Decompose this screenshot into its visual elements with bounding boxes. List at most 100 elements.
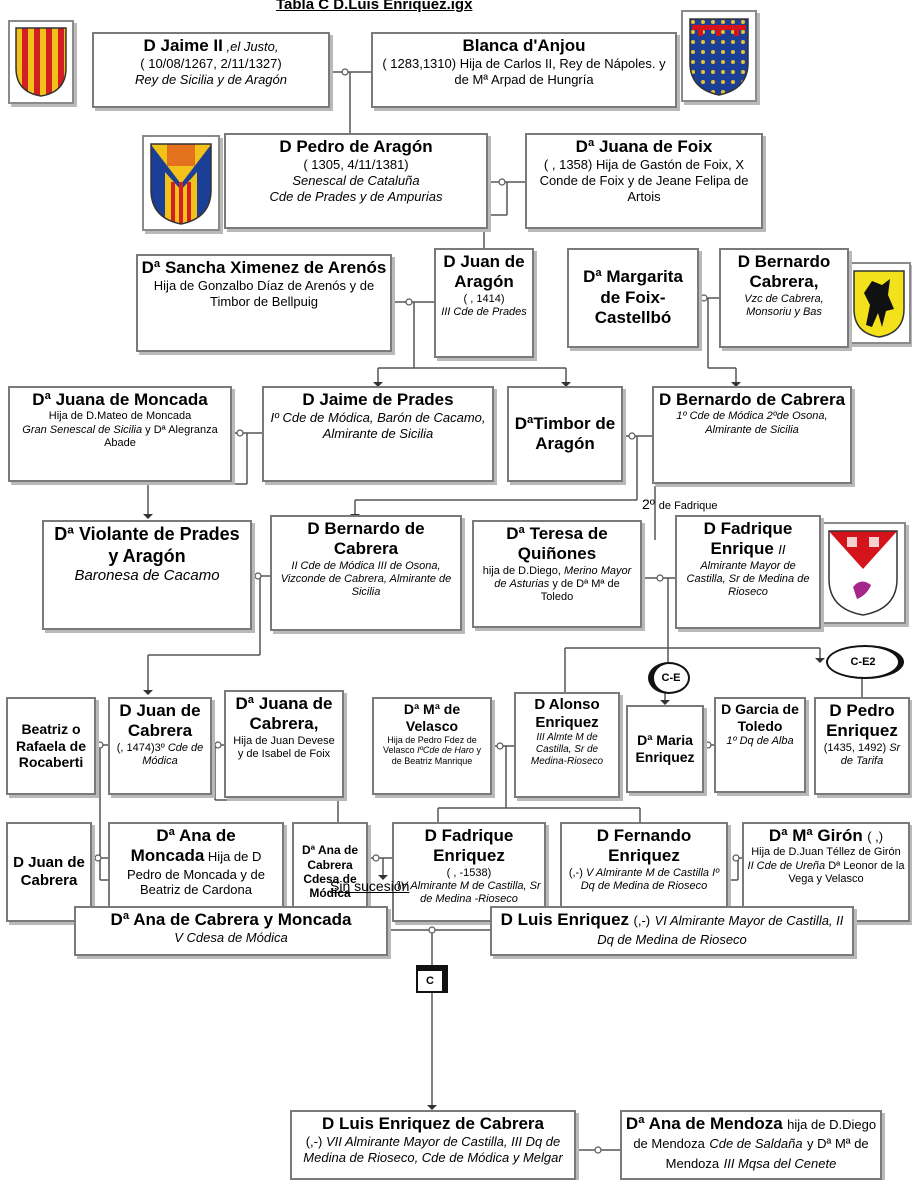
person-description: Hija de D Pedro de Moncada y de Beatriz …: [126, 849, 266, 898]
person-name: Dª Juana de Foix: [575, 137, 713, 156]
person-dates: ( ,): [867, 829, 884, 844]
person-sancha-ximenez: Dª Sancha Ximenez de Arenós Hija de Gonz…: [136, 254, 392, 352]
person-description: Hija de Pedro Fdez de Velasco: [383, 734, 477, 756]
person-name: D Pedro Enriquez: [826, 701, 898, 741]
enriquez-shield-icon: [820, 522, 906, 624]
person-juan-aragon: D Juan de Aragón ( , 1414) III Cde de Pr…: [434, 248, 534, 358]
person-name: D Fadrique Enriquez: [424, 826, 514, 866]
person-title: Gran Senescal de Sicilia: [22, 423, 143, 436]
aragon-shield-icon: [8, 20, 74, 104]
person-name: Dª Sancha Ximenez de Arenós: [141, 258, 387, 277]
person-ana-cabrera-cdesa: Dª Ana de Cabrera Cdesa de Módica: [292, 822, 368, 922]
person-margarita-foix: Dª Margarita de Foix-Castellbó: [567, 248, 699, 348]
person-name: Beatriz o Rafaela de Rocaberti: [15, 720, 87, 771]
reference-ce2[interactable]: C-E2: [826, 645, 904, 679]
anjou-shield-icon: [681, 10, 757, 102]
person-pedro-enriquez: D Pedro Enriquez (1435, 1492) Sr de Tari…: [814, 697, 910, 795]
person-dates: (1435, 1492): [823, 741, 887, 754]
person-juana-cabrera: Dª Juana de Cabrera, Hija de Juan Devese…: [224, 690, 344, 798]
person-ana-moncada: Dª Ana de Moncada Hija de D Pedro de Mon…: [108, 822, 284, 922]
person-description: y de Beatriz Manrique: [391, 745, 481, 767]
person-fernando-enriquez: D Fernando Enriquez (,-) V Almirante M d…: [560, 822, 728, 922]
person-maria-velasco: Dª Mª de Velasco Hija de Pedro Fdez de V…: [372, 697, 492, 795]
person-ana-mendoza: Dª Ana de Mendoza hija de D.Diego de Men…: [620, 1110, 882, 1180]
person-title: V Cdesa de Módica: [174, 930, 288, 946]
person-luis-enriquez: D Luis Enriquez (,-) VI Almirante Mayor …: [490, 906, 854, 956]
person-title: II Cde de Ureña: [747, 859, 826, 872]
person-title: Rey de Sicilia y de Aragón: [135, 71, 287, 87]
person-timbor-aragon: DªTimbor de Aragón: [507, 386, 623, 482]
person-blanca-anjou: Blanca d'Anjou ( 1283,1310) Hija de Carl…: [371, 32, 677, 108]
reference-c[interactable]: C: [416, 965, 448, 993]
person-description: ( , 1358) Hija de Gastón de Foix, X Cond…: [539, 157, 749, 204]
person-title: Almirante Mayor de Castilla, Sr de Medin…: [686, 559, 810, 599]
person-description: y de Dª Mª de Toledo: [540, 577, 620, 604]
second-marriage-label: 2º de Fadrique: [642, 496, 718, 512]
person-bernardo-cabrera-2: D Bernardo de Cabrera II Cde de Módica I…: [270, 515, 462, 631]
person-title: 1º Cde de Módica 2ºde Osona, Almirante d…: [676, 410, 828, 436]
person-dates: ( , 1414): [463, 292, 505, 305]
person-fadrique-enriquez-iv: D Fadrique Enriquez ( , -1538) IV Almira…: [392, 822, 546, 922]
person-name: D Fernando Enriquez: [596, 826, 692, 866]
person-dates: (,-): [568, 866, 583, 879]
person-name: D Juan de Aragón: [443, 252, 525, 292]
person-dates: (,-): [305, 1134, 323, 1150]
person-dates: ( , -1538): [446, 866, 492, 879]
person-beatriz-rocaberti: Beatriz o Rafaela de Rocaberti: [6, 697, 96, 795]
person-title: Senescal de Cataluña: [292, 172, 420, 188]
person-title: V Almirante M de Castilla Iº Dq de Medin…: [580, 866, 720, 892]
person-title: VI Almirante Mayor de Castilla, II Dq de…: [597, 913, 844, 948]
person-name: Dª Ana de Mendoza: [625, 1114, 783, 1133]
person-name: D Fadrique Enrique: [703, 519, 793, 559]
no-issue-label: Sin sucesión: [330, 878, 410, 894]
person-jaime-prades: D Jaime de Prades Iº Cde de Módica, Baró…: [262, 386, 494, 482]
person-name: D Bernardo de Cabrera: [658, 390, 846, 409]
person-teresa-quinones: Dª Teresa de Quiñones hija de D.Diego, M…: [472, 520, 642, 628]
person-name: Dª Maria Enriquez: [635, 732, 695, 765]
person-title: III Cde de Prades: [441, 305, 527, 318]
person-juana-moncada: Dª Juana de Moncada Hija de D.Mateo de M…: [8, 386, 232, 482]
person-name: Dª Ana de: [156, 826, 236, 845]
person-name: Dª Margarita de Foix-Castellbó: [583, 267, 683, 328]
person-description: y Dª Alegranza Abade: [104, 423, 218, 449]
person-name: DªTimbor de Aragón: [514, 413, 616, 453]
person-title: Cde de Módica: [142, 741, 204, 767]
person-name: Blanca d'Anjou: [462, 36, 586, 55]
person-name: Dª Teresa de Quiñones: [506, 524, 608, 564]
person-description: Hija de Juan Devese y de Isabel de Foix: [233, 734, 335, 760]
prades-shield-icon: [142, 135, 220, 231]
person-description: ( 1283,1310) Hija de Carlos II, Rey de N…: [382, 56, 666, 87]
person-description: hija de D.Diego,: [482, 564, 561, 577]
person-name: Dª Ana de Cabrera Cdesa de Módica: [301, 843, 358, 901]
person-name: D Luis Enriquez de Cabrera: [322, 1114, 544, 1133]
person-title: Sr de Tarifa: [840, 741, 901, 767]
person-title: II Cde de Módica III de Osona, Vizconde …: [280, 559, 452, 599]
second-marker-detail: de Fadrique: [658, 500, 718, 512]
person-name: Moncada: [130, 846, 205, 866]
person-title: IºCde de Haro: [417, 745, 474, 756]
person-name: D Bernardo de Cabrera: [307, 519, 425, 559]
person-name: D Juan de Cabrera: [13, 854, 85, 889]
person-name: D Alonso Enriquez: [534, 696, 600, 731]
person-title: VII Almirante Mayor de Castilla, III Dq …: [303, 1134, 563, 1165]
person-title: Asturias: [509, 577, 550, 590]
reference-ce[interactable]: C-E: [648, 662, 690, 694]
person-alonso-enriquez: D Alonso Enriquez III Almte M de Castill…: [514, 692, 620, 798]
person-violante-prades: Dª Violante de Prades y Aragón Baronesa …: [42, 520, 252, 630]
person-name: D Juan de Cabrera: [119, 701, 201, 741]
person-name: D Jaime de Prades: [302, 390, 454, 409]
person-name: Dª Ana de Cabrera y Moncada: [110, 910, 352, 929]
person-description: y Dª Mª de Mendoza: [665, 1136, 869, 1171]
person-juan-cabrera: D Juan de Cabrera (, 1474)3º Cde de Módi…: [108, 697, 212, 795]
person-juana-foix: Dª Juana de Foix ( , 1358) Hija de Gastó…: [525, 133, 763, 229]
person-juan-cabrera-2: D Juan de Cabrera: [6, 822, 92, 922]
person-luis-enriquez-cabrera: D Luis Enriquez de Cabrera (,-) VII Almi…: [290, 1110, 576, 1180]
person-epithet: ,el Justo,: [222, 39, 279, 54]
second-marker: 2º: [642, 496, 655, 512]
person-bernardo-cabrera-1: D Bernardo de Cabrera 1º Cde de Módica 2…: [652, 386, 852, 484]
person-dates: ( 1305, 4/11/1381): [303, 157, 409, 173]
person-maria-enriquez: Dª Maria Enriquez: [626, 705, 704, 793]
person-description: Hija de D.Mateo de Moncada: [48, 410, 192, 423]
person-name: Dª Mª Girón: [768, 826, 863, 845]
person-title: III Mqsa del Cenete: [723, 1155, 837, 1171]
